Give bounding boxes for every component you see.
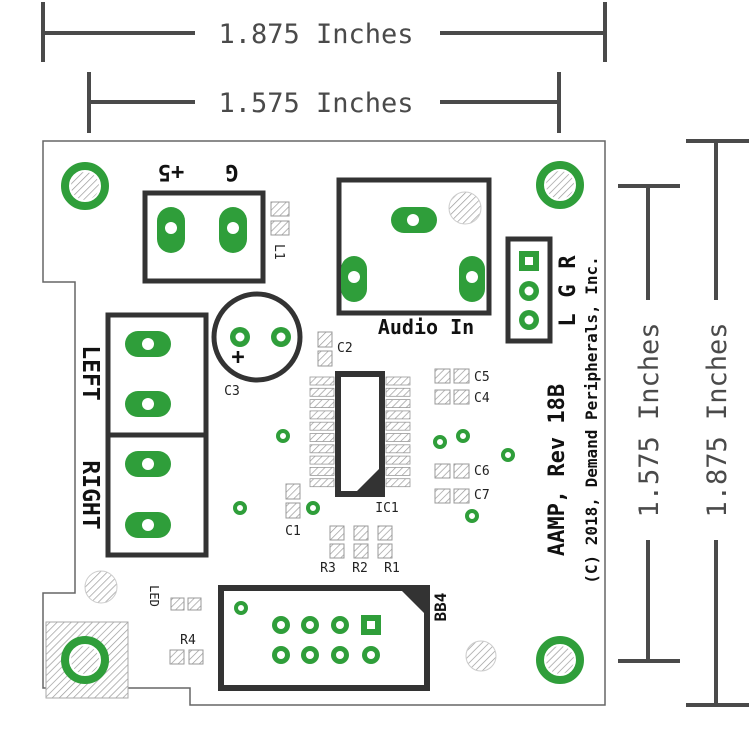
left-label: LEFT [77, 345, 103, 400]
capacitor-C2 [317, 331, 333, 367]
board-title: AAMP, Rev 18B [545, 384, 570, 556]
ic-pad [309, 376, 335, 386]
ic-pad [385, 387, 411, 397]
ic-pads-right [385, 376, 411, 488]
dimension-top-inner [87, 72, 561, 133]
right-label: RIGHT [77, 460, 103, 529]
ic-pad [309, 421, 335, 431]
dimension-right-outer-label: 1.875 Inches [702, 322, 733, 517]
dimension-top-outer-label: 1.875 Inches [218, 19, 413, 50]
unplated-hole [448, 191, 482, 225]
dimension-top-inner-label: 1.575 Inches [218, 88, 413, 119]
ic-pad [385, 444, 411, 454]
ic-pad [309, 444, 335, 454]
dimension-right-outer [686, 139, 749, 707]
ic-pad [309, 466, 335, 476]
capacitor-C6 [434, 463, 470, 479]
ic-pad [385, 376, 411, 386]
speaker-connector-left [105, 312, 209, 438]
capacitor-C4 [434, 389, 470, 405]
header-l-label: L [556, 313, 581, 326]
ic-pad [385, 410, 411, 420]
C4-label: C4 [474, 391, 490, 406]
ic-pad [385, 478, 411, 488]
ic-pad [309, 433, 335, 442]
L1-label: L1 [271, 244, 286, 260]
resistor-R2 [353, 525, 369, 559]
led [170, 597, 202, 611]
ic-pad [309, 387, 335, 397]
R2-label: R2 [352, 561, 368, 576]
bb4-pin-row-bottom [272, 646, 380, 664]
header-g-label: G [556, 284, 581, 297]
lgr-header [505, 236, 553, 344]
R3-label: R3 [320, 561, 336, 576]
vias [233, 429, 515, 615]
R4-label: R4 [180, 633, 196, 648]
mounting-hole-top-right [536, 161, 584, 209]
mounting-hole-bottom-right [536, 636, 584, 684]
power-plus-label: +5 [158, 159, 185, 184]
capacitor-C3 [211, 291, 303, 383]
C3-polarity-mark: + [231, 345, 244, 370]
dimension-right-inner [618, 184, 680, 663]
resistor-R3 [329, 525, 345, 559]
C5-label: C5 [474, 370, 490, 385]
power-connector [142, 190, 266, 284]
ic-pad [385, 466, 411, 476]
inductor-L1 [270, 201, 290, 236]
BB4-label: BB4 [431, 593, 450, 622]
ic-pad [385, 421, 411, 431]
board-copyright: (C) 2018, Demand Peripherals, Inc. [582, 256, 601, 584]
C2-label: C2 [337, 341, 353, 356]
C1-label: C1 [285, 524, 301, 539]
capacitor-C5 [434, 368, 470, 384]
ic-pads-left [309, 376, 335, 488]
R1-label: R1 [384, 561, 400, 576]
unplated-hole [84, 570, 118, 604]
audio-in-label: Audio In [378, 315, 474, 339]
ic-pad [385, 433, 411, 442]
IC1-label: IC1 [375, 501, 398, 516]
bb4-pin-row-top [272, 615, 381, 635]
resistor-R1 [377, 525, 393, 559]
capacitor-C7 [434, 488, 470, 504]
ic-pad [309, 410, 335, 420]
C6-label: C6 [474, 464, 490, 479]
C7-label: C7 [474, 488, 490, 503]
C3-label: C3 [224, 384, 240, 399]
audio-in-connector [336, 177, 492, 316]
connector-BB4 [218, 585, 430, 691]
capacitor-C1 [285, 483, 301, 519]
dimension-top-outer [41, 2, 607, 62]
ic-pad [385, 455, 411, 465]
ic-IC1 [335, 371, 385, 497]
ic-pad [309, 399, 335, 409]
dimension-right-inner-label: 1.575 Inches [634, 322, 665, 517]
unplated-hole [465, 640, 497, 672]
ic-pad [309, 455, 335, 465]
ic-pad [385, 399, 411, 409]
mounting-hole-top-left [61, 162, 109, 210]
speaker-connector-right [105, 432, 209, 558]
LED-label: LED [147, 585, 161, 607]
mounting-hole-bottom-left [45, 621, 129, 699]
header-r-label: R [556, 255, 581, 269]
power-ground-label: G [225, 159, 238, 184]
ic-pad [309, 478, 335, 488]
resistor-R4 [169, 649, 204, 665]
